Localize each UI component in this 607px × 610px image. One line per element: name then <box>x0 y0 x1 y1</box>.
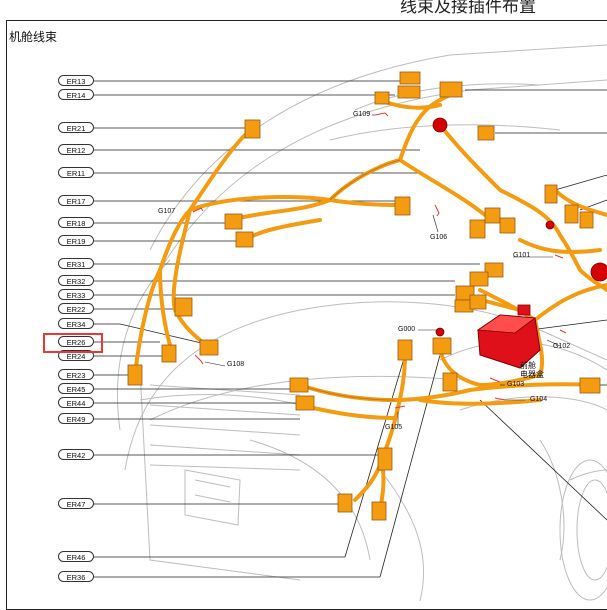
front-fuse-box <box>476 304 541 369</box>
connector-label-er42: ER42 <box>58 449 94 460</box>
connector-label-er13: ER13 <box>58 75 94 86</box>
harness-wires <box>133 88 607 512</box>
connector-label-er21: ER21 <box>58 122 94 133</box>
connector-label-er33: ER33 <box>58 289 94 300</box>
connector-label-er44: ER44 <box>58 397 94 408</box>
section-title: 机舱线束 <box>9 30 58 44</box>
ground-label-g103: G103 <box>507 381 525 388</box>
connector-label-er32: ER32 <box>58 275 94 286</box>
ground-label-g104: G104 <box>530 396 548 403</box>
leader-lines <box>87 80 607 578</box>
ground-markers <box>192 112 567 409</box>
page-header-title: 线束及接插件布置 <box>400 0 536 16</box>
connector-label-er23: ER23 <box>58 369 94 380</box>
ground-label-g107: G107 <box>158 208 176 215</box>
fuse-box-label: 前舱 电器盒 <box>520 361 544 379</box>
connector-label-er17: ER17 <box>58 195 94 206</box>
ground-label-g102: G102 <box>553 343 571 350</box>
connector-label-er22: ER22 <box>58 303 94 314</box>
ground-label-g000: G000 <box>398 326 416 333</box>
connector-label-er46: ER46 <box>58 551 94 562</box>
connector-label-er18: ER18 <box>58 217 94 228</box>
connector-label-er12: ER12 <box>58 144 94 155</box>
connector-label-er11: ER11 <box>58 167 94 178</box>
ground-label-g109: G109 <box>353 111 371 118</box>
connector-label-er49: ER49 <box>58 413 94 424</box>
connector-label-er14: ER14 <box>58 89 94 100</box>
ground-leader-lines <box>204 114 561 425</box>
highlight-box-er26 <box>43 333 103 353</box>
connector-label-er31: ER31 <box>58 258 94 269</box>
ground-label-g101: G101 <box>513 252 531 259</box>
fuse-box-label-line1: 前舱 <box>520 361 536 370</box>
connector-label-er47: ER47 <box>58 498 94 509</box>
connector-label-er24: ER24 <box>58 350 94 361</box>
fuse-box-label-line2: 电器盒 <box>520 370 544 379</box>
connector-label-er19: ER19 <box>58 235 94 246</box>
harness-connectors <box>127 71 601 521</box>
ground-label-g108: G108 <box>227 361 245 368</box>
connector-label-er36: ER36 <box>58 571 94 582</box>
connector-label-er45: ER45 <box>58 383 94 394</box>
connector-label-er26: ER26 <box>58 336 94 347</box>
car-outline <box>117 44 607 601</box>
ground-label-g106: G106 <box>430 234 448 241</box>
harness-wires-outline <box>299 159 401 401</box>
ground-label-g105: G105 <box>385 424 403 431</box>
connector-label-er34: ER34 <box>58 318 94 329</box>
